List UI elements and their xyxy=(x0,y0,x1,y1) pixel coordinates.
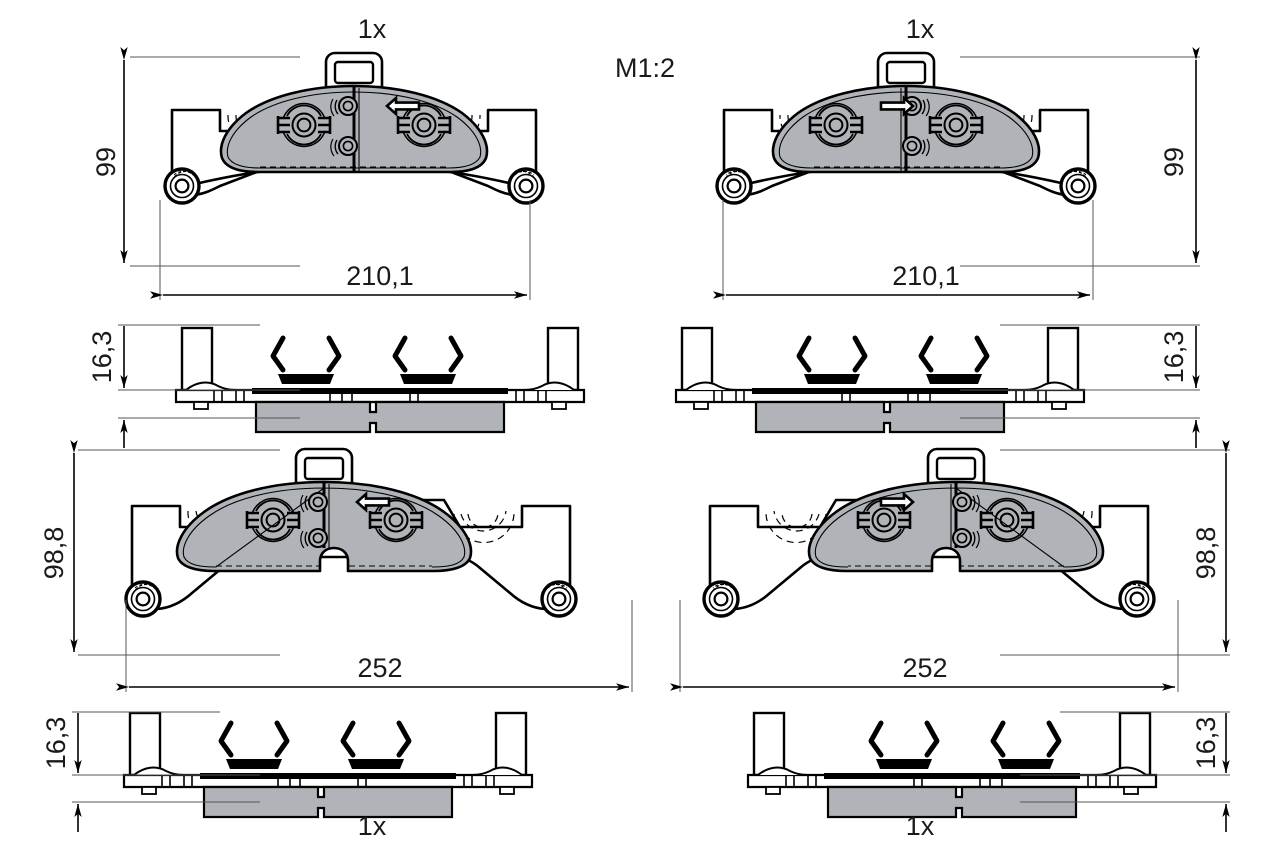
dimension-thickness-bottom-left: 16,3 xyxy=(41,711,260,832)
dimension-thickness-top-left: 16,3 xyxy=(87,324,300,448)
dimension-label-thickness: 16,3 xyxy=(1159,331,1189,384)
dimension-width-bottom-right: 252 xyxy=(670,600,1179,692)
dimension-width-top-left: 210,1 xyxy=(150,200,531,300)
dimension-label-thickness: 16,3 xyxy=(41,717,71,770)
dimension-label-thickness: 16,3 xyxy=(1191,717,1221,770)
pad-side-view-bottom-right xyxy=(748,713,1156,817)
dimension-label-thickness: 16,3 xyxy=(87,331,117,384)
pad-front-view-bottom-left xyxy=(124,447,578,618)
dimension-height-bottom-left: 98,8 xyxy=(39,440,280,656)
pad-front-view-top-left xyxy=(163,51,545,205)
dimension-label-width: 210,1 xyxy=(892,261,960,291)
quantity-label-top-left: 1x xyxy=(358,14,387,44)
scale-label: M1:2 xyxy=(615,53,675,83)
dimension-label-width: 252 xyxy=(357,653,402,683)
dimension-label-height: 99 xyxy=(91,147,121,177)
dimension-width-top-right: 210,1 xyxy=(713,200,1094,300)
quantity-label-bottom-left: 1x xyxy=(358,811,387,841)
pad-front-view-top-right xyxy=(715,51,1097,205)
dimension-thickness-bottom-right: 16,3 xyxy=(1020,711,1230,832)
dimension-label-height: 98,8 xyxy=(39,527,69,580)
dimension-label-height: 99 xyxy=(1159,147,1189,177)
dimension-height-bottom-right: 98,8 xyxy=(1000,440,1230,656)
pad-view-front-left-upper: 99 210,1 1x 16,3 xyxy=(87,14,584,448)
pad-view-front-right-lower: 98,8 252 16,3 1x xyxy=(670,440,1230,841)
pad-view-front-left-lower: 98,8 252 16,3 1x xyxy=(39,440,633,841)
pad-side-view-top-right xyxy=(676,328,1084,432)
dimension-thickness-top-right: 16,3 xyxy=(960,324,1200,448)
quantity-label-top-right: 1x xyxy=(906,14,935,44)
dimension-label-width: 210,1 xyxy=(346,261,414,291)
dimension-label-height: 98,8 xyxy=(1191,527,1221,580)
pad-view-front-right-upper: 99 210,1 1x 16,3 xyxy=(676,14,1200,448)
pad-side-view-bottom-left xyxy=(124,713,532,817)
pad-side-view-top-left xyxy=(176,328,584,432)
dimension-width-bottom-left: 252 xyxy=(116,600,633,692)
pad-front-view-bottom-right xyxy=(702,447,1156,618)
quantity-label-bottom-right: 1x xyxy=(906,811,935,841)
dimension-height-top-right: 99 xyxy=(960,47,1200,267)
dimension-label-width: 252 xyxy=(902,653,947,683)
dimension-height-top-left: 99 xyxy=(91,47,300,267)
